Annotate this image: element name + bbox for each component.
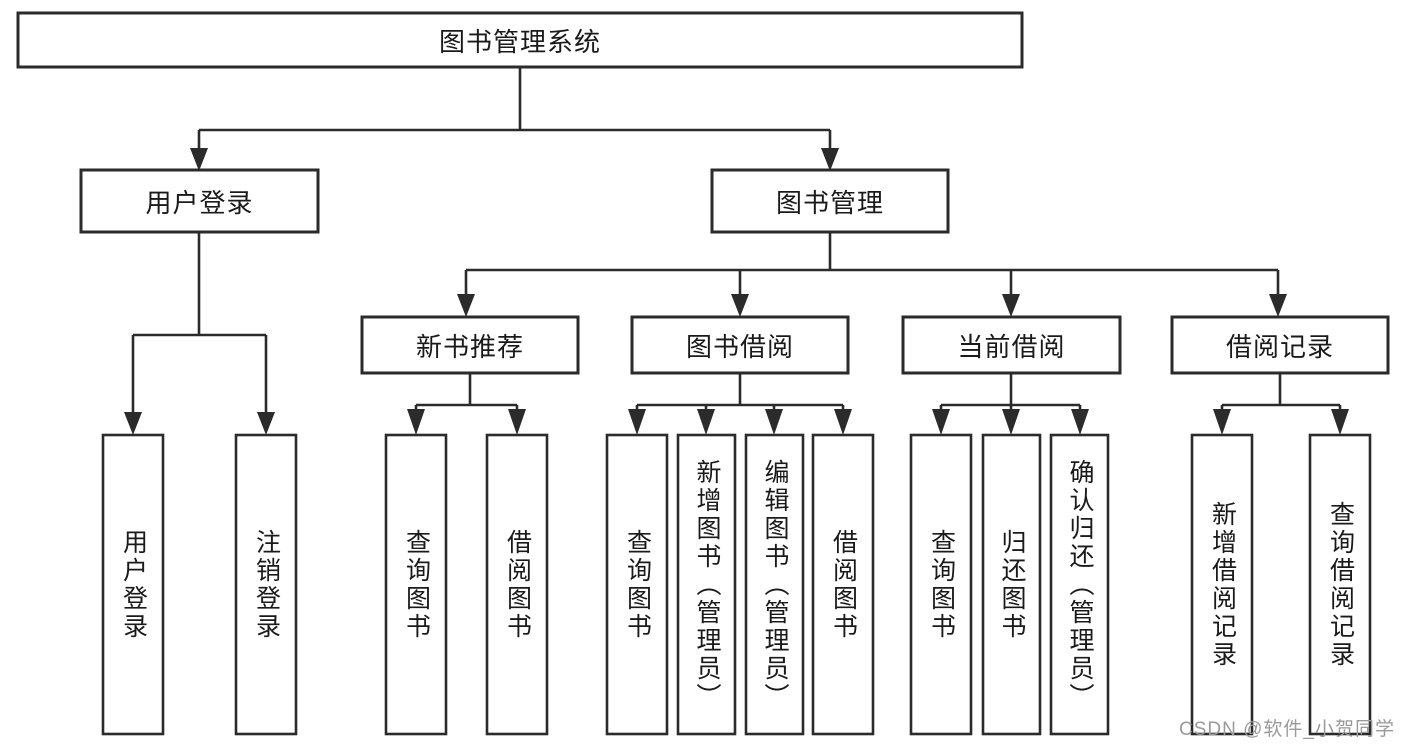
arrow-borrowrecord-to-leaf-0 [1213,409,1231,435]
node-leaf-bookborrow-1-box[interactable] [676,433,737,736]
arrow-currentborrow-to-leaf-1 [1002,409,1020,435]
arrow-currentborrow-to-leaf-2 [1071,409,1089,435]
arrow-newbook-to-leaf-0 [407,409,425,435]
node-leaf-currentborrow-1-box[interactable] [981,433,1042,736]
node-leaf-userlogin-0-box[interactable] [101,433,165,736]
connector-group-bookborrow [628,373,852,435]
arrow-bookmgmt-to-level3-1 [731,294,749,317]
connector-group-root [190,67,839,171]
arrow-bookmgmt-to-level3-3 [1269,294,1287,317]
arrow-currentborrow-to-leaf-0 [932,409,950,435]
node-leaf-currentborrow-2-box[interactable] [1049,433,1110,736]
node-leaf-userlogin-1-box[interactable] [234,433,298,736]
node-leaf-borrowrecord-0-box[interactable] [1190,433,1254,736]
connector-group-userlogin [124,232,275,435]
node-leaf-bookborrow-2-box[interactable] [744,433,805,736]
node-level2-1-box[interactable] [710,168,950,234]
arrow-borrowrecord-to-leaf-1 [1331,409,1349,435]
node-leaf-bookborrow-3-box[interactable] [811,433,875,736]
arrow-newbook-to-leaf-1 [508,409,526,435]
node-leaf-bookborrow-0-box[interactable] [605,433,669,736]
arrow-bookmgmt-to-level3-2 [1002,294,1020,317]
node-level3-2-box[interactable] [901,315,1122,375]
node-leaf-newbook-1-box[interactable] [485,433,549,736]
arrow-bookmgmt-to-level3-0 [457,294,475,317]
arrow-bookborrow-to-leaf-2 [765,409,783,435]
node-leaf-currentborrow-0-box[interactable] [909,433,973,736]
arrow-root-to-bookmgmt [821,148,839,171]
connector-group-newbook [407,373,526,435]
connector-group-bookmgmt [457,232,1287,317]
arrow-bookborrow-to-leaf-0 [628,409,646,435]
node-leaf-borrowrecord-1-box[interactable] [1308,433,1372,736]
arrow-bookborrow-to-leaf-3 [834,409,852,435]
arrow-userlogin-to-leaf-0 [124,412,142,435]
node-level3-0-box[interactable] [360,315,580,375]
arrow-bookborrow-to-leaf-1 [697,409,715,435]
arrow-root-to-userlogin [190,148,208,171]
connector-group-currentborrow [932,373,1089,435]
node-level3-3-box[interactable] [1170,315,1390,375]
node-level3-1-box[interactable] [630,315,850,375]
node-root-box[interactable] [16,11,1024,69]
node-level2-0-box[interactable] [79,168,320,234]
arrow-userlogin-to-leaf-1 [257,412,275,435]
connector-group-borrowrecord [1213,373,1349,435]
node-leaf-newbook-0-box[interactable] [384,433,448,736]
